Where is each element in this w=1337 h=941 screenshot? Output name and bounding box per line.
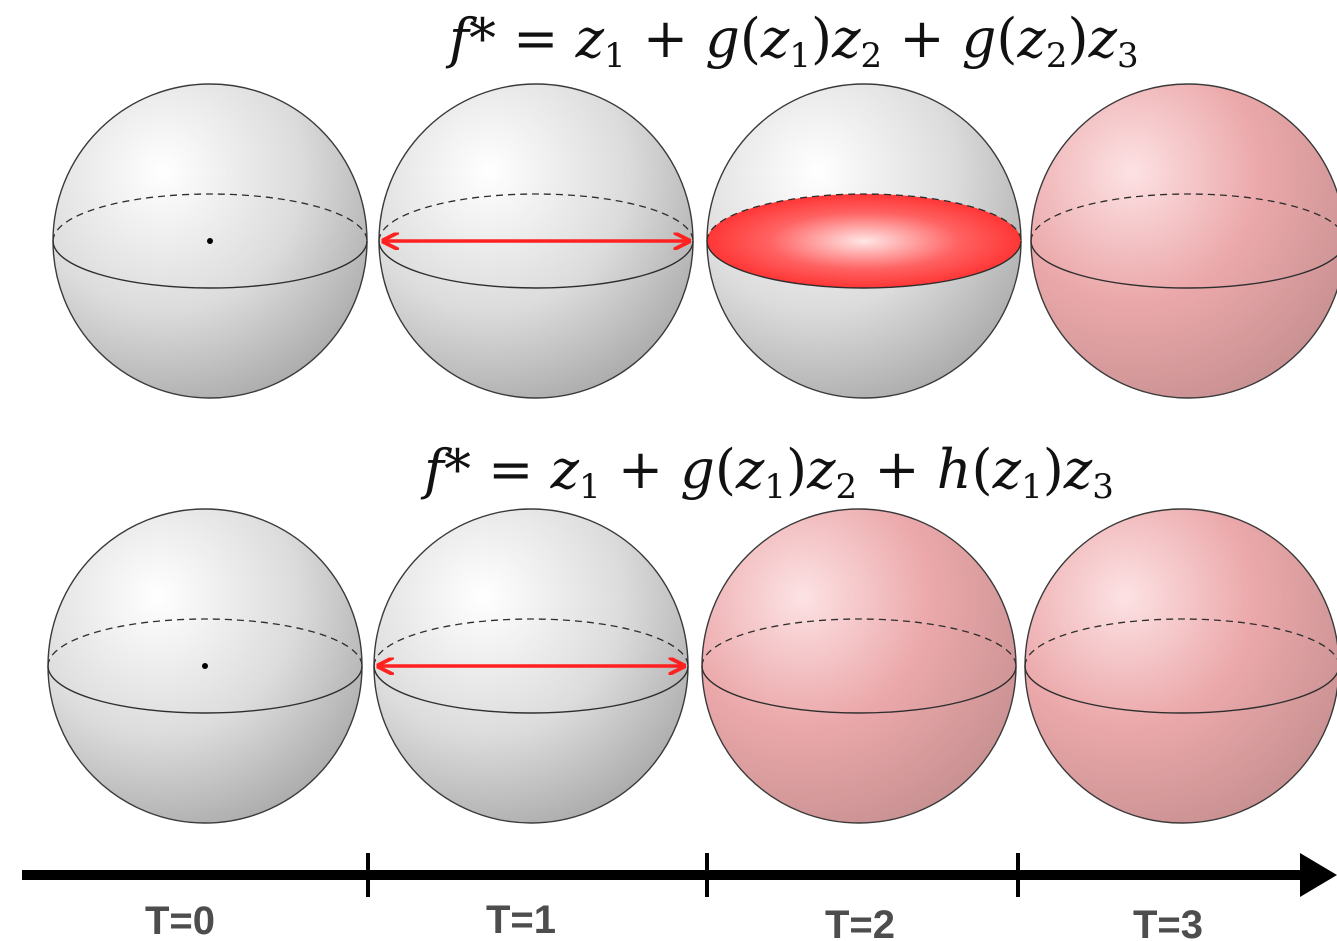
- formula-function: h: [937, 438, 972, 501]
- sphere-row1-t3: [1030, 83, 1337, 399]
- equator-front: [1030, 240, 1337, 289]
- formula-z: z: [992, 438, 1022, 501]
- formula-z: z: [1016, 7, 1046, 70]
- sphere-row2-t1: [373, 508, 689, 824]
- formula-paren: ): [786, 438, 807, 501]
- formula-subscript: 3: [1117, 36, 1139, 76]
- formula-paren: (: [996, 7, 1017, 70]
- sphere-row2-t0: [47, 508, 363, 824]
- equator-front: [373, 665, 689, 714]
- formula-z: z: [831, 7, 861, 70]
- formula-subscript: 2: [836, 467, 858, 507]
- formula-row-2: f* = z1 + g(z1)z2 + h(z1)z3: [420, 438, 1114, 507]
- formula-subscript: 3: [1092, 467, 1114, 507]
- formula-plus: +: [882, 7, 962, 70]
- equator-front: [378, 240, 694, 289]
- formula-z: z: [760, 7, 790, 70]
- center-point: [202, 663, 208, 669]
- formula-plus: +: [857, 438, 937, 501]
- equator-front: [706, 240, 1022, 289]
- formula-z: z: [575, 7, 605, 70]
- formula-function: g: [705, 7, 740, 70]
- formula-subscript: 2: [1046, 36, 1068, 76]
- formula-subscript: 1: [579, 467, 601, 507]
- formula-paren: (: [715, 438, 736, 501]
- formula-paren: ): [811, 7, 832, 70]
- center-point: [207, 238, 213, 244]
- equatorial-disk: [707, 194, 1021, 288]
- timeline-axis: T=0 T=1 T=2 T=3: [22, 853, 1337, 941]
- formula-subscript: 1: [789, 36, 811, 76]
- formula-plus: +: [601, 438, 681, 501]
- timeline-arrowhead: [1300, 853, 1337, 897]
- formula-function: g: [962, 7, 997, 70]
- sphere-row1-t0: [52, 83, 368, 399]
- sphere-body: [701, 508, 1017, 824]
- formula-function: g: [680, 438, 715, 501]
- sphere-row2-t2: [701, 508, 1017, 824]
- equator-front: [52, 240, 368, 289]
- time-label-t0: T=0: [145, 899, 215, 941]
- time-label-t1: T=1: [486, 898, 556, 941]
- formula-star-eq: * =: [444, 438, 551, 501]
- formula-subscript: 1: [764, 467, 786, 507]
- formula-star-eq: * =: [469, 7, 576, 70]
- sphere-body: [1030, 83, 1337, 399]
- formula-paren: ): [1043, 438, 1064, 501]
- time-label-t3: T=3: [1133, 903, 1203, 941]
- formula-subscript: 1: [604, 36, 626, 76]
- formula-z: z: [735, 438, 765, 501]
- formula-z: z: [1063, 438, 1093, 501]
- formula-subscript: 1: [1021, 467, 1043, 507]
- equator-back: [1024, 618, 1337, 667]
- formula-subscript: 2: [861, 36, 883, 76]
- formula-z: z: [550, 438, 580, 501]
- formula-plus: +: [626, 7, 706, 70]
- equator-back: [706, 193, 1022, 242]
- equator-back: [1030, 193, 1337, 242]
- formula-paren: ): [1068, 7, 1089, 70]
- equator-back: [701, 618, 1017, 667]
- formula-z: z: [806, 438, 836, 501]
- equator-back: [47, 618, 363, 667]
- sphere-body: [1024, 508, 1337, 824]
- formula-paren: (: [972, 438, 993, 501]
- formula-paren: (: [740, 7, 761, 70]
- equator-back: [378, 193, 694, 242]
- formula-row-1: f* = z1 + g(z1)z2 + g(z2)z3: [445, 7, 1139, 76]
- equator-back: [52, 193, 368, 242]
- sphere-row1-t1: [378, 83, 694, 399]
- equator-front: [701, 665, 1017, 714]
- sphere-row1-t2: [706, 83, 1022, 399]
- formula-z: z: [1088, 7, 1118, 70]
- equator-front: [1024, 665, 1337, 714]
- time-label-t2: T=2: [825, 903, 895, 941]
- sphere-row2-t3: [1024, 508, 1337, 824]
- sphere-grid: [47, 83, 1337, 824]
- equator-back: [373, 618, 689, 667]
- equator-front: [47, 665, 363, 714]
